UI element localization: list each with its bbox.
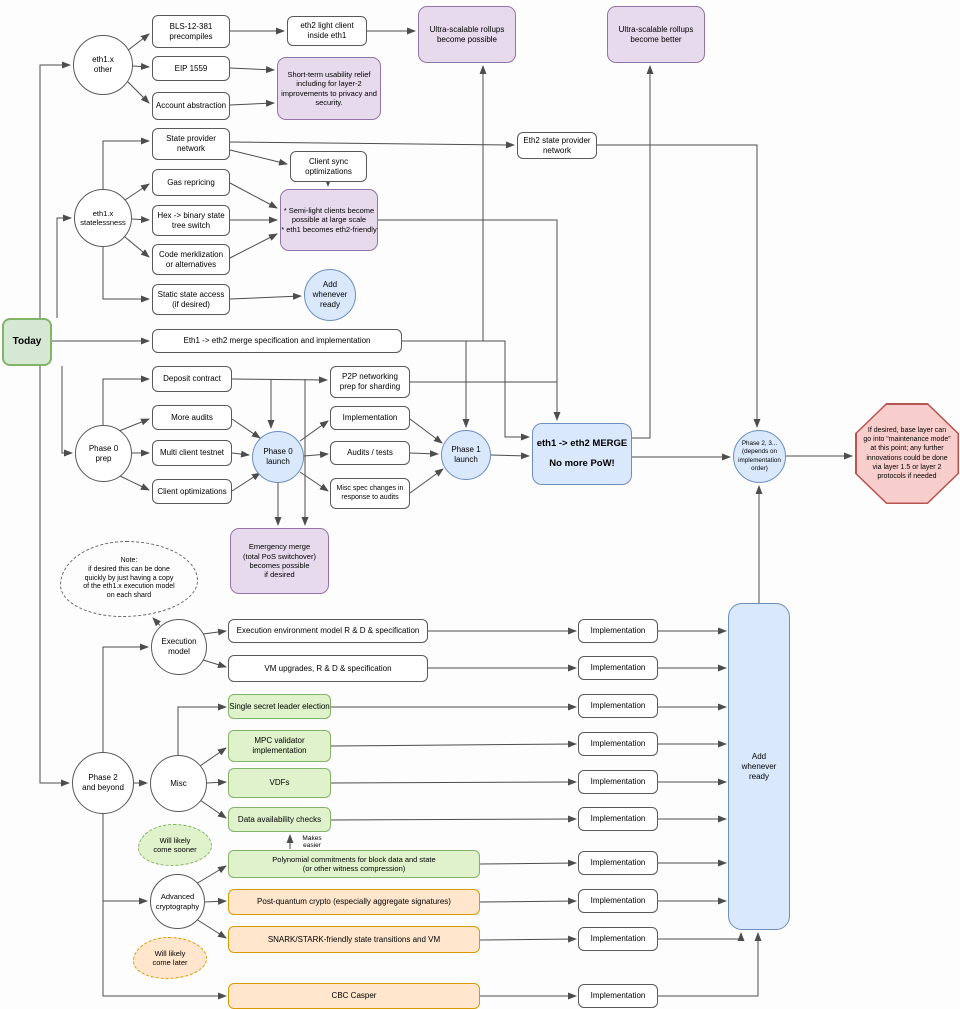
octagon-text: If desired, base layer can go into “main… [856, 404, 958, 503]
node-polynomial-commitments: Polynomial commitments for block data an… [228, 850, 480, 878]
node-data-availability: Data availability checks [228, 807, 331, 832]
node-eth1x-other: eth1.x other [73, 35, 133, 95]
node-ultra-rollups-possible: Ultra-scalable rollups become possible [418, 6, 516, 63]
node-eth1x-statelessness: eth1.x statelessness [74, 189, 132, 247]
node-implementation-vdfs: Implementation [578, 770, 658, 794]
node-execution-model: Execution model [151, 619, 207, 675]
node-phase0-launch: Phase 0 launch [252, 431, 304, 483]
node-eth2-light-client: eth2 light client inside eth1 [287, 16, 367, 46]
node-phase2-beyond: Phase 2 and beyond [72, 752, 134, 814]
node-eth2-state-provider: Eth2 state provider network [517, 132, 597, 159]
merge-title: eth1 -> eth2 MERGE [536, 438, 628, 450]
node-multi-client-testnet: Multi client testnet [152, 440, 232, 466]
node-phase0-prep: Phase 0 prep [75, 425, 132, 482]
node-snark-stark: SNARK/STARK-friendly state transitions a… [228, 926, 480, 953]
node-emergency-merge: Emergency merge (total PoS switchover) b… [230, 528, 329, 594]
node-usability-relief: Short-term usability relief including fo… [277, 57, 381, 120]
node-bls-precompiles: BLS-12-381 precompiles [152, 15, 230, 48]
node-vm-upgrades: VM upgrades, R & D & specification [228, 655, 428, 682]
node-implementation-da: Implementation [578, 807, 658, 831]
node-mpc-validator: MPC validator implementation [228, 730, 331, 762]
node-p2p-networking: P2P networking prep for sharding [330, 366, 410, 398]
node-implementation-exec-env: Implementation [578, 619, 658, 643]
node-gas-repricing: Gas repricing [152, 169, 230, 196]
node-single-secret-leader: Single secret leader election [228, 694, 331, 719]
merge-subtitle: No more PoW! [549, 458, 615, 469]
node-state-provider-network: State provider network [152, 128, 230, 160]
node-misc: Misc [150, 755, 207, 812]
node-client-sync-optimizations: Client sync optimizations [290, 151, 367, 182]
node-misc-spec-changes: Misc spec changes in response to audits [330, 478, 410, 509]
node-semi-light-clients: * Semi-light clients become possible at … [280, 189, 378, 251]
node-account-abstraction: Account abstraction [152, 92, 230, 120]
node-merge-spec: Eth1 -> eth2 merge specification and imp… [152, 329, 402, 353]
node-implementation-snark: Implementation [578, 927, 658, 951]
node-deposit-contract: Deposit contract [152, 366, 232, 392]
node-note-cloud: Note: if desired this can be done quickl… [60, 541, 198, 617]
node-hex-binary-switch: Hex -> binary state tree switch [152, 205, 230, 236]
node-advanced-cryptography: Advanced cryptography [150, 874, 205, 929]
node-exec-env-rd: Execution environment model R & D & spec… [228, 619, 428, 643]
label-makes-easier: Makes easier [302, 834, 322, 849]
node-audits-tests: Audits / tests [330, 441, 410, 465]
node-ultra-rollups-better: Ultra-scalable rollups become better [607, 6, 705, 63]
node-add-whenever-ready-big: Add whenever ready [728, 603, 790, 930]
node-vdfs: VDFs [228, 768, 331, 798]
node-code-merklization: Code merklization or alternatives [152, 244, 230, 275]
node-cbc-casper: CBC Casper [228, 983, 480, 1009]
node-static-state-access: Static state access (if desired) [152, 284, 230, 315]
node-implementation-poly: Implementation [578, 851, 658, 875]
node-post-quantum: Post-quantum crypto (especially aggregat… [228, 889, 480, 915]
node-maintenance-mode-octagon: If desired, base layer can go into “main… [855, 403, 959, 504]
node-phase1-launch: Phase 1 launch [441, 430, 491, 480]
node-eip-1559: EIP 1559 [152, 56, 230, 81]
node-will-come-later-cloud: Will likely come later [133, 937, 207, 979]
node-more-audits: More audits [152, 405, 232, 430]
node-implementation-vm-upgrades: Implementation [578, 656, 658, 680]
node-add-whenever-ready-small: Add whenever ready [304, 269, 356, 321]
node-implementation-cbc: Implementation [578, 984, 658, 1008]
node-implementation-mpc: Implementation [578, 732, 658, 756]
node-eth1-eth2-merge: eth1 -> eth2 MERGE No more PoW! [532, 423, 632, 485]
node-client-optimizations: Client optimizations [152, 479, 232, 504]
node-today: Today [2, 318, 52, 366]
node-implementation-phase1: Implementation [330, 406, 410, 430]
node-phase23: Phase 2, 3... (depends on implementation… [733, 430, 786, 483]
node-implementation-pq: Implementation [578, 889, 658, 913]
node-implementation-ssle: Implementation [578, 694, 658, 718]
node-will-come-sooner-cloud: Will likely come sooner [138, 824, 212, 866]
